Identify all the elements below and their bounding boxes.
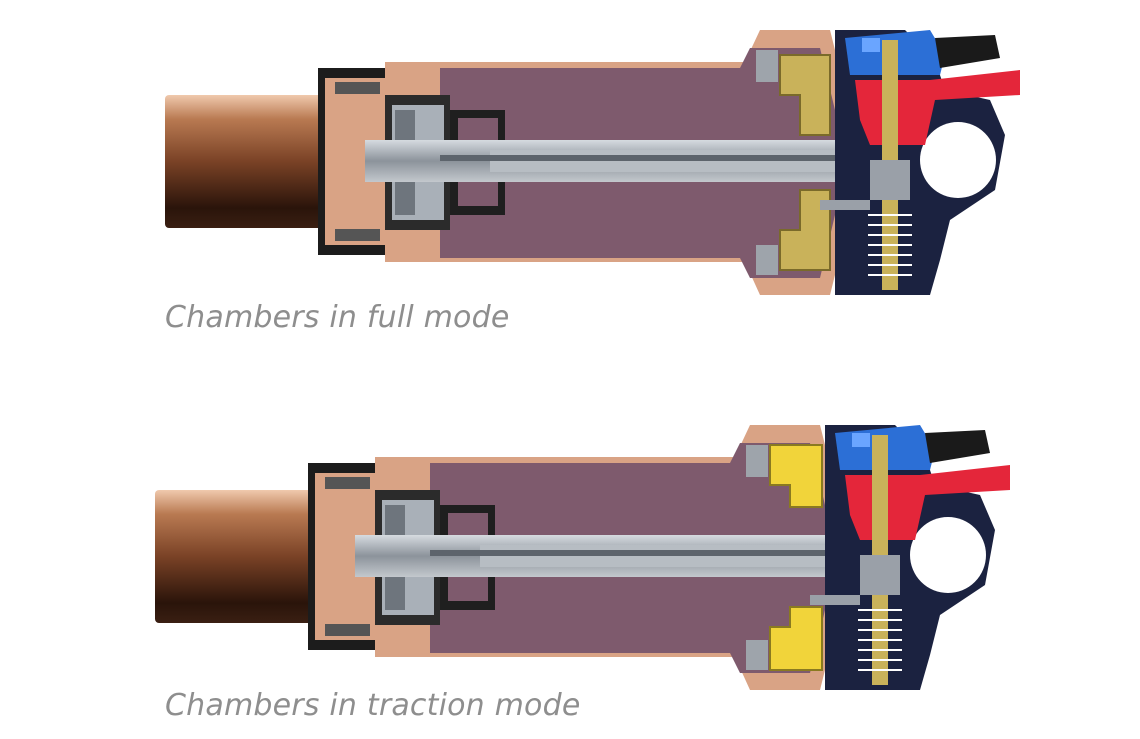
black-hose — [935, 35, 1000, 68]
full-mode-caption: Chambers in full mode — [165, 300, 510, 335]
volume-insert-upper — [769, 444, 823, 508]
volume-insert-lower — [769, 606, 823, 671]
mounting-eyelet — [910, 517, 986, 593]
volume-insert-lower — [779, 189, 831, 271]
volume-insert-upper — [779, 54, 831, 136]
mounting-eyelet — [920, 122, 996, 198]
full-mode-panel — [0, 0, 1140, 300]
traction-mode-caption: Chambers in traction mode — [165, 688, 581, 723]
traction-mode-shock-diagram — [155, 425, 1010, 690]
traction-mode-panel — [0, 395, 1140, 695]
full-mode-shock-diagram — [165, 30, 1020, 295]
shock-assembly — [155, 425, 1010, 690]
shock-assembly — [165, 30, 1020, 295]
black-hose — [925, 430, 990, 463]
valve-spring — [868, 214, 912, 276]
valve-spring — [858, 609, 902, 671]
